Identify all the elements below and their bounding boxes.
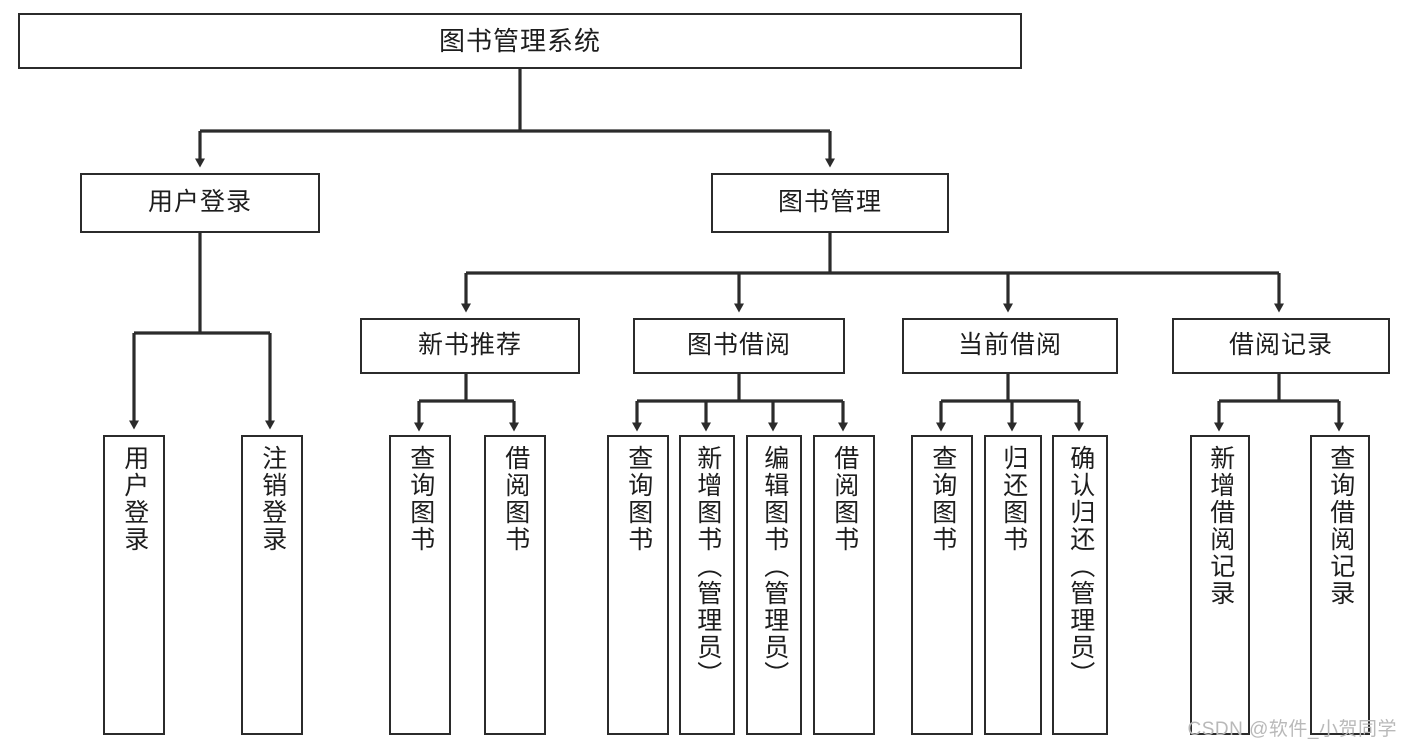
leaf-user-login[interactable]: 用户登录 (103, 435, 165, 735)
leaf-label: 借阅图书 (501, 445, 530, 553)
leaf-query-borrow-record[interactable]: 查询借阅记录 (1310, 435, 1370, 735)
leaf-query-book-borrow[interactable]: 查询图书 (607, 435, 669, 735)
node-root[interactable]: 图书管理系统 (18, 13, 1022, 69)
leaf-label: 编辑图书（管理员） (760, 445, 789, 688)
leaf-confirm-return-admin[interactable]: 确认归还（管理员） (1052, 435, 1108, 735)
leaf-query-book-current[interactable]: 查询图书 (911, 435, 973, 735)
leaf-edit-book-admin[interactable]: 编辑图书（管理员） (746, 435, 802, 735)
leaf-add-book-admin[interactable]: 新增图书（管理员） (679, 435, 735, 735)
node-book-borrow[interactable]: 图书借阅 (633, 318, 845, 374)
node-new-book-recommend[interactable]: 新书推荐 (360, 318, 580, 374)
leaf-label: 新增图书（管理员） (693, 445, 722, 688)
leaf-label: 新增借阅记录 (1206, 445, 1235, 607)
leaf-logout[interactable]: 注销登录 (241, 435, 303, 735)
leaf-label: 借阅图书 (830, 445, 859, 553)
leaf-label: 用户登录 (120, 445, 149, 553)
leaf-return-book[interactable]: 归还图书 (984, 435, 1042, 735)
leaf-borrow-book-recommend[interactable]: 借阅图书 (484, 435, 546, 735)
node-borrow-record[interactable]: 借阅记录 (1172, 318, 1390, 374)
node-current-borrow[interactable]: 当前借阅 (902, 318, 1118, 374)
leaf-label: 注销登录 (258, 445, 287, 553)
leaf-label: 查询图书 (406, 445, 435, 553)
watermark: CSDN @软件_小贺同学 (1187, 719, 1397, 740)
node-user-login[interactable]: 用户登录 (80, 173, 320, 233)
leaf-borrow-book[interactable]: 借阅图书 (813, 435, 875, 735)
leaf-label: 确认归还（管理员） (1066, 445, 1095, 688)
leaf-label: 查询借阅记录 (1326, 445, 1355, 607)
leaf-label: 查询图书 (928, 445, 957, 553)
node-book-management[interactable]: 图书管理 (711, 173, 949, 233)
leaf-label: 归还图书 (999, 445, 1028, 553)
leaf-add-borrow-record[interactable]: 新增借阅记录 (1190, 435, 1250, 735)
leaf-query-book-recommend[interactable]: 查询图书 (389, 435, 451, 735)
leaf-label: 查询图书 (624, 445, 653, 553)
